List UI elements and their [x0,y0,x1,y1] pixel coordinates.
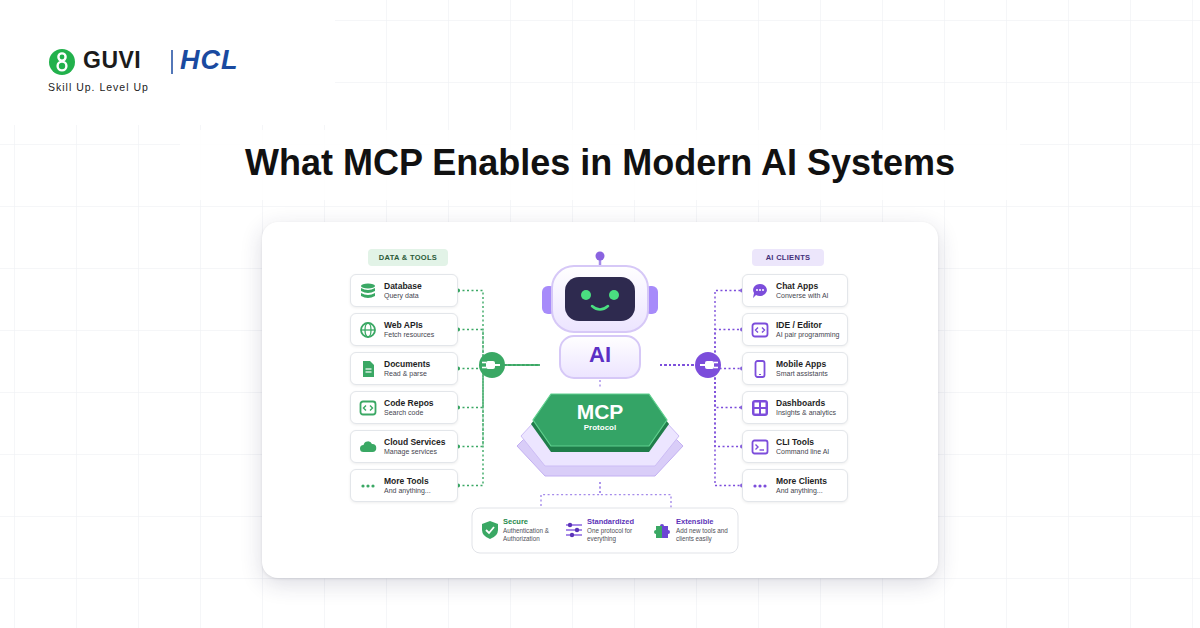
feature-strip [472,508,738,553]
item-icon [751,399,769,417]
dotted-connector [599,380,600,388]
data-source-box: DatabaseQuery data [350,274,458,307]
item-description: Add new tools and clients easily [676,527,733,542]
item-description: Converse with AI [776,292,843,300]
item-icon [751,321,769,339]
item-description: Smart assistants [776,370,843,378]
item-description: Command line AI [776,448,843,456]
item-description: AI pair programming [776,331,843,339]
group-label: AI CLIENTS [760,253,816,262]
item-icon [359,282,377,300]
item-icon [480,520,500,540]
item-icon [359,477,377,495]
item-title: Cloud Services [384,437,453,447]
data-source-box: More ToolsAnd anything... [350,469,458,502]
protocol-subtitle: Protocol [515,423,685,433]
feature-item: ExtensibleAdd new tools and clients easi… [651,510,735,550]
plug-purple [695,352,721,378]
client-box: IDE / EditorAI pair programming [742,313,848,346]
logo-mark-loop [58,53,65,60]
item-description: Search code [384,409,453,417]
item-title: Documents [384,359,453,369]
item-icon [751,438,769,456]
title: What MCP Enables in Modern AI Systems [0,142,1200,184]
tagline: Skill Up. Level Up [48,81,149,93]
logo-mark [49,49,75,75]
logo-text: GUVI [83,47,141,74]
item-title: Dashboards [776,398,843,408]
group-header: AI CLIENTS [752,249,824,266]
item-title: CLI Tools [776,437,843,447]
robot-chest-label: AI [540,341,660,370]
logo-mark-loop [58,62,67,71]
logo-ground [0,0,335,125]
item-title: Web APIs [384,320,453,330]
dotted-connector [600,482,671,510]
partner-logo-text: HCL [180,45,239,76]
item-description: Insights & analytics [776,409,843,417]
item-icon [359,399,377,417]
client-box: Chat AppsConverse with AI [742,274,848,307]
data-source-box: Cloud ServicesManage services [350,430,458,463]
item-description: And anything... [384,487,453,495]
mcp-protocol-hexagon: MCPProtocol [515,388,685,482]
dotted-connector [660,291,742,366]
item-title: Chat Apps [776,281,843,291]
client-box: DashboardsInsights & analytics [742,391,848,424]
item-description: And anything... [776,487,843,495]
item-title: Database [384,281,453,291]
data-source-box: Code ReposSearch code [350,391,458,424]
feature-item: SecureAuthentication & Authorization [478,510,560,550]
dotted-connector [660,365,742,485]
data-source-box: Web APIsFetch resources [350,313,458,346]
item-title: Code Repos [384,398,453,408]
item-icon [359,438,377,456]
item-icon [751,282,769,300]
logo-divider [171,50,173,74]
item-icon [564,520,584,540]
ai-robot: AI [540,250,660,380]
item-description: Manage services [384,448,453,456]
item-title: IDE / Editor [776,320,843,330]
client-box: More ClientsAnd anything... [742,469,848,502]
group-label: DATA & TOOLS [376,253,440,262]
item-title: Mobile Apps [776,359,843,369]
client-box: Mobile AppsSmart assistants [742,352,848,385]
item-title: More Clients [776,476,843,486]
feature-item: StandardizedOne protocol for everything [562,510,649,550]
item-description: Fetch resources [384,331,453,339]
item-icon [359,360,377,378]
item-title: Secure [503,517,558,526]
dotted-connector [541,482,600,510]
item-icon [751,360,769,378]
item-description: Query data [384,292,453,300]
item-icon [653,520,673,540]
dotted-connector [458,365,540,485]
item-icon [359,321,377,339]
client-box: CLI ToolsCommand line AI [742,430,848,463]
dotted-connector [458,291,540,366]
item-description: Read & parse [384,370,453,378]
protocol-name: MCP [515,400,685,423]
item-description: Authentication & Authorization [503,527,558,542]
item-title: More Tools [384,476,453,486]
group-header: DATA & TOOLS [368,249,448,266]
item-description: One protocol for everything [587,527,647,542]
data-source-box: DocumentsRead & parse [350,352,458,385]
item-title: Extensible [676,517,733,526]
item-icon [751,477,769,495]
plug-green [479,352,505,378]
item-title: Standardized [587,517,647,526]
